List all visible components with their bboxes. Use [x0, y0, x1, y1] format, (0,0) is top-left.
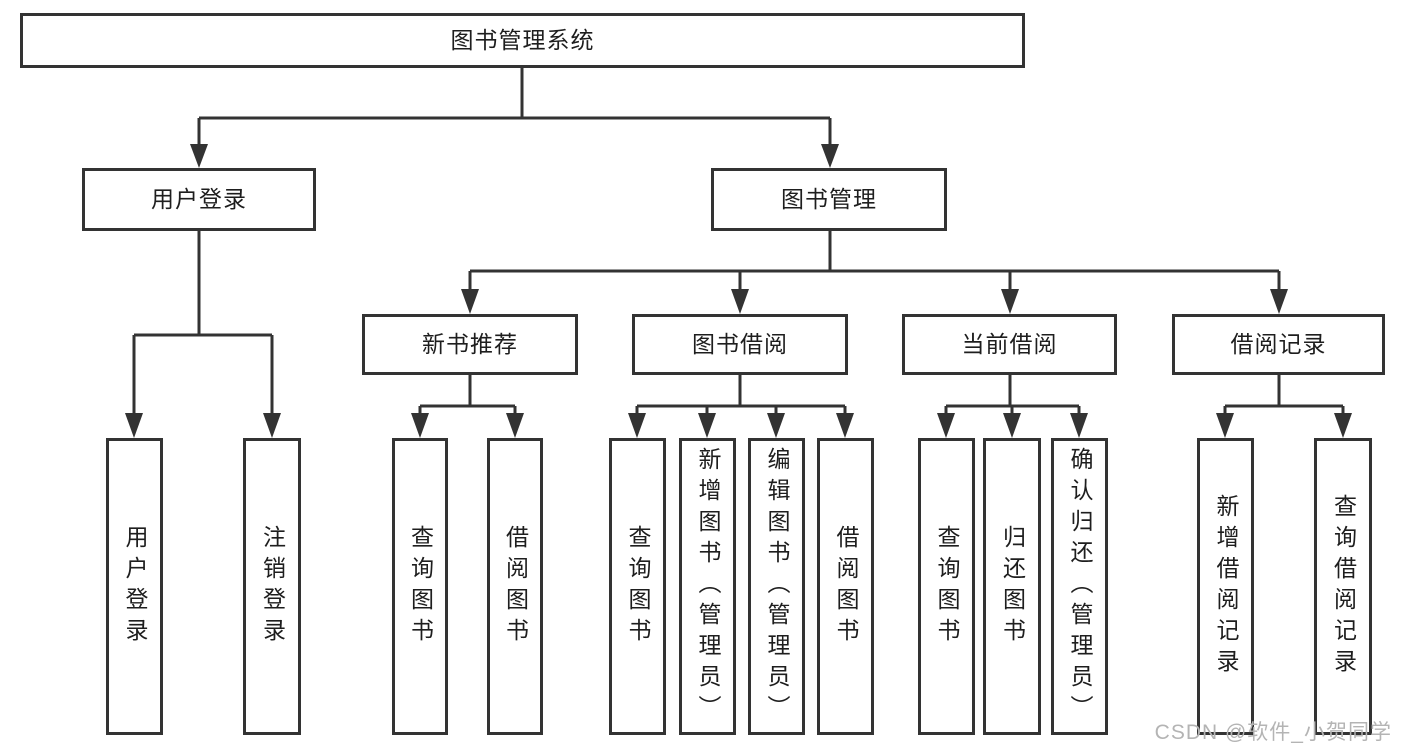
- node-label: 查询图书: [407, 524, 434, 649]
- leaf-recommend-borrow-books: 借阅图书: [487, 438, 543, 735]
- leaf-borrow-query-books: 查询图书: [609, 438, 666, 735]
- leaf-borrow-add-books-admin: 新增图书（管理员）: [679, 438, 736, 735]
- node-label: 新增图书（管理员）: [695, 447, 721, 726]
- node-user-login: 用户登录: [82, 168, 316, 231]
- node-label: 用户登录: [151, 186, 247, 212]
- leaf-borrow-borrow-books: 借阅图书: [817, 438, 874, 735]
- leaf-recommend-query-books: 查询图书: [392, 438, 448, 735]
- leaf-borrow-edit-books-admin: 编辑图书（管理员）: [748, 438, 805, 735]
- node-label: 查询借阅记录: [1330, 493, 1357, 680]
- node-library-system: 图书管理系统: [20, 13, 1025, 68]
- leaf-records-add-record: 新增借阅记录: [1197, 438, 1254, 735]
- leaf-records-query-record: 查询借阅记录: [1314, 438, 1372, 735]
- leaf-user-login: 用户登录: [106, 438, 163, 735]
- leaf-current-query-books: 查询图书: [918, 438, 975, 735]
- node-borrowing-records: 借阅记录: [1172, 314, 1385, 375]
- node-label: 借阅记录: [1230, 331, 1327, 357]
- node-book-borrowing: 图书借阅: [632, 314, 848, 375]
- node-label: 归还图书: [999, 524, 1026, 649]
- node-label: 图书借阅: [692, 331, 788, 357]
- node-label: 确认归还（管理员）: [1067, 447, 1093, 726]
- node-book-management: 图书管理: [711, 168, 947, 231]
- node-label: 查询图书: [934, 524, 960, 649]
- node-label: 图书管理: [781, 186, 877, 212]
- node-label: 新书推荐: [422, 331, 518, 357]
- leaf-current-confirm-return-admin: 确认归还（管理员）: [1051, 438, 1108, 735]
- node-label: 借阅图书: [833, 524, 859, 649]
- node-label: 注销登录: [259, 524, 286, 649]
- node-new-book-recommend: 新书推荐: [362, 314, 578, 375]
- leaf-current-return-books: 归还图书: [983, 438, 1041, 735]
- node-label: 编辑图书（管理员）: [764, 447, 790, 726]
- node-label: 用户登录: [122, 524, 148, 649]
- node-label: 当前借阅: [961, 331, 1058, 357]
- leaf-logout: 注销登录: [243, 438, 301, 735]
- node-label: 图书管理系统: [450, 27, 595, 53]
- node-current-borrowing: 当前借阅: [902, 314, 1117, 375]
- node-label: 新增借阅记录: [1213, 493, 1239, 680]
- watermark: CSDN @软件_小贺同学: [1154, 721, 1392, 744]
- node-label: 借阅图书: [502, 524, 529, 649]
- node-label: 查询图书: [625, 524, 651, 649]
